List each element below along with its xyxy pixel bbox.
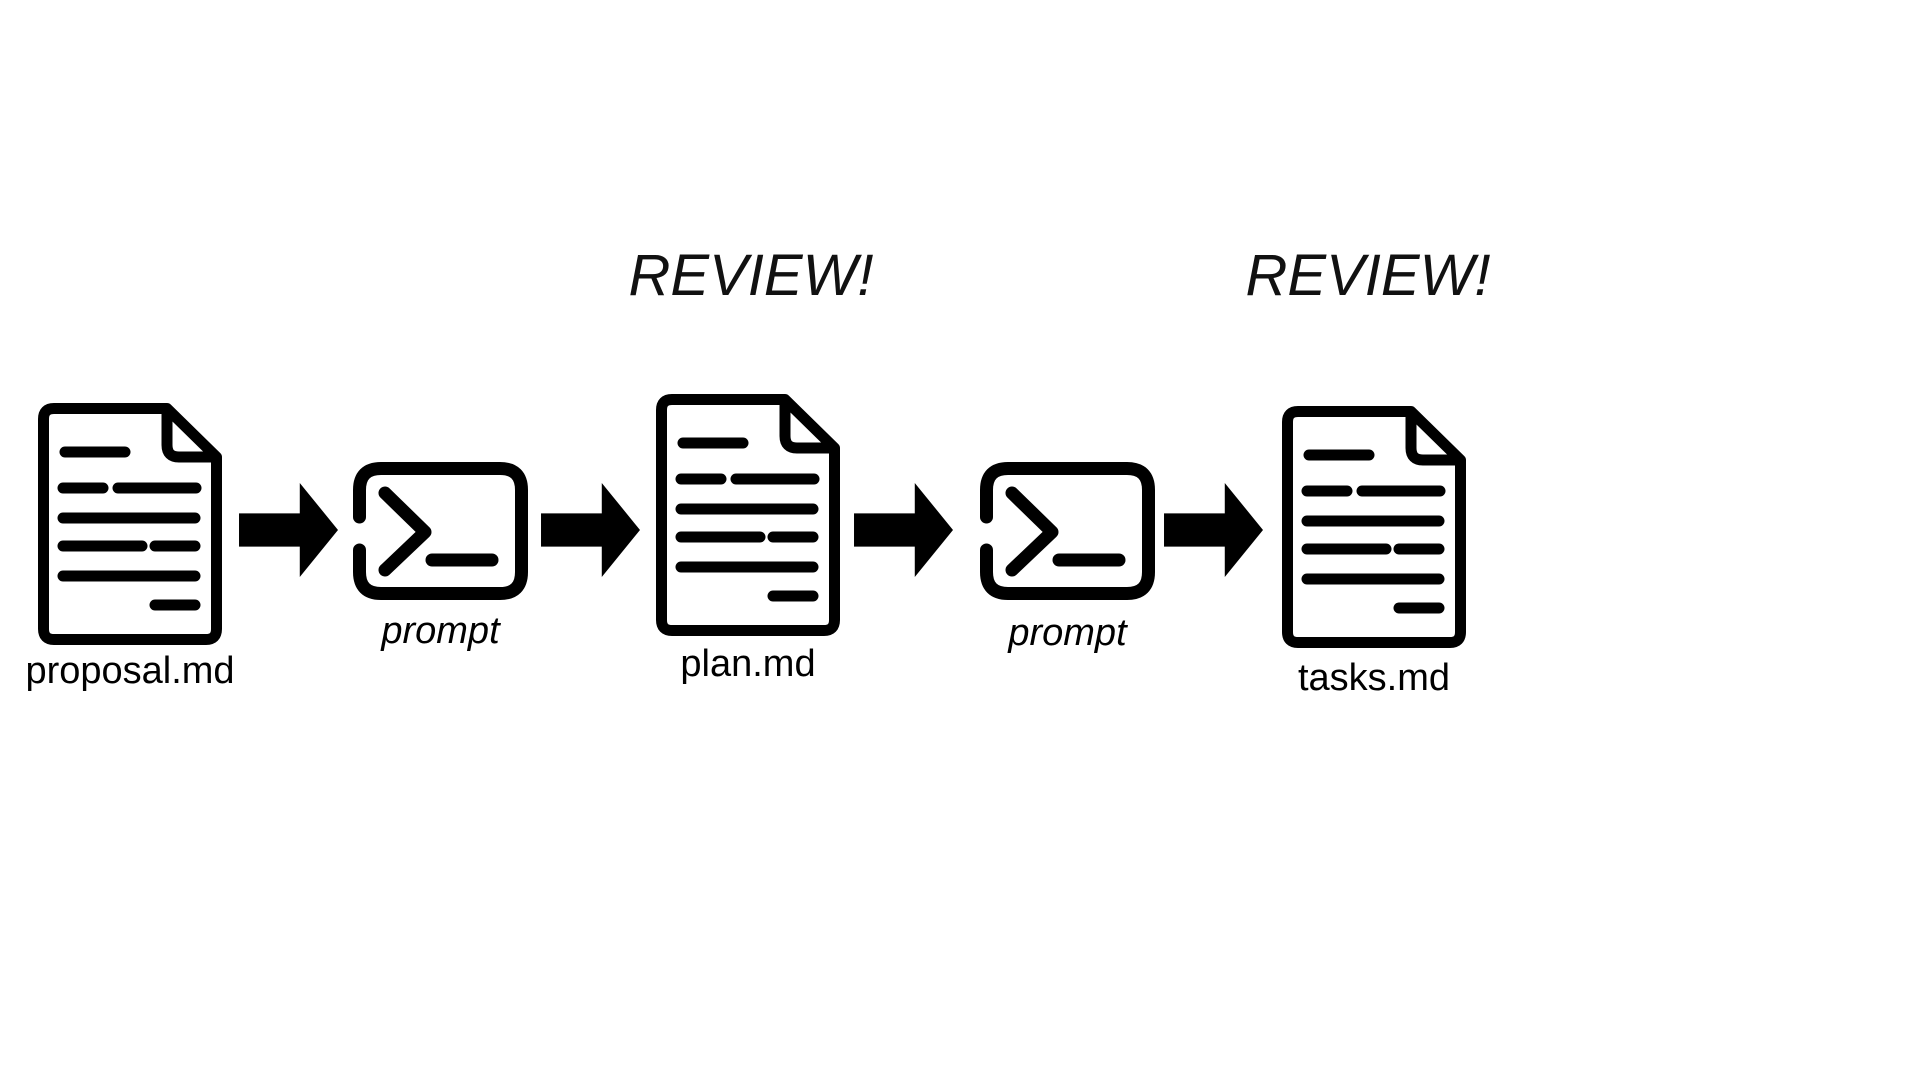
arrow-right-icon	[238, 481, 340, 579]
node-label-prompt-2: prompt	[1008, 612, 1127, 654]
terminal-prompt-icon	[353, 462, 528, 600]
node-label-tasks: tasks.md	[1297, 657, 1451, 699]
arrow-right-icon	[1163, 481, 1265, 579]
document-icon	[38, 403, 222, 645]
review-annotation-tasks: REVIEW!	[1245, 243, 1491, 308]
node-label-proposal: proposal.md	[25, 650, 235, 692]
arrow-right-icon	[540, 481, 642, 579]
document-icon	[1282, 406, 1466, 648]
node-label-plan: plan.md	[680, 643, 816, 685]
node-label-prompt-1: prompt	[381, 610, 500, 652]
document-icon	[656, 394, 840, 636]
review-annotation-plan: REVIEW!	[628, 243, 874, 308]
terminal-prompt-icon	[980, 462, 1155, 600]
arrow-right-icon	[853, 481, 955, 579]
